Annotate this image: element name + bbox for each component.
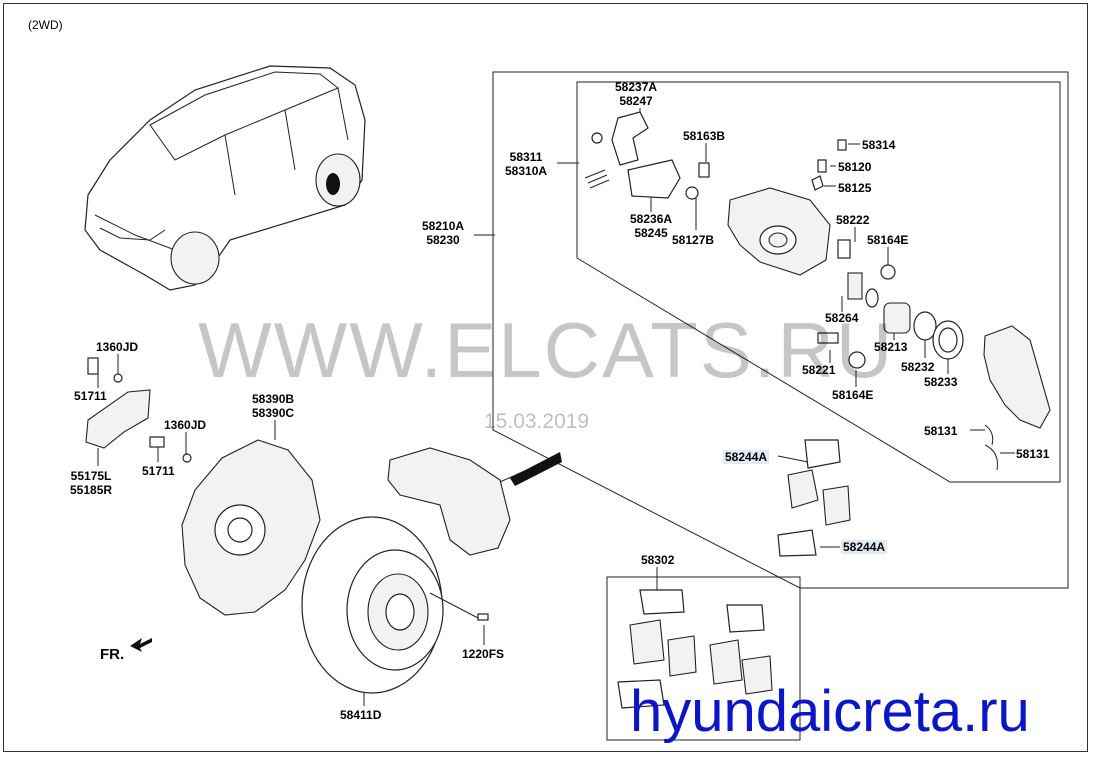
callout-58264[interactable]: 58264 — [825, 311, 859, 325]
callout-58127B[interactable]: 58127B — [672, 233, 715, 247]
callout-58411D[interactable]: 58411D — [340, 708, 382, 722]
mount-bracket-parts — [85, 357, 192, 463]
callout-58213[interactable]: 58213 — [874, 340, 908, 354]
callout-58163B[interactable]: 58163B — [683, 129, 726, 143]
brake-disc — [301, 516, 489, 694]
callout-58164E-top[interactable]: 58164E — [867, 233, 909, 247]
callout-58131-a[interactable]: 58131 — [924, 424, 958, 438]
callout-58125[interactable]: 58125 — [838, 181, 872, 195]
callout-58244A-bottom[interactable]: 58244A — [841, 540, 888, 554]
caliper-parts — [584, 111, 1051, 471]
dust-shield — [181, 439, 321, 616]
callout-58314[interactable]: 58314 — [862, 138, 896, 152]
callout-58131-b[interactable]: 58131 — [1016, 447, 1050, 461]
diagram-frame — [3, 3, 1088, 752]
front-direction-label: FR. — [100, 646, 125, 663]
callout-58222[interactable]: 58222 — [836, 213, 870, 227]
callout-58302[interactable]: 58302 — [641, 553, 675, 567]
caliper-body-outline — [576, 81, 1061, 483]
caliper-assembly-outline — [492, 71, 1069, 589]
vehicle-illustration — [84, 65, 366, 291]
date-watermark: 15.03.2019 — [484, 410, 590, 433]
callout-58233[interactable]: 58233 — [924, 375, 958, 389]
callout-1220FS[interactable]: 1220FS — [462, 647, 505, 661]
callout-58221[interactable]: 58221 — [802, 363, 836, 377]
front-arrow-icon — [130, 638, 152, 652]
site-watermark: WWW.ELCATS.RU — [198, 306, 895, 394]
brand-watermark: hyundaicreta.ru — [630, 679, 1030, 744]
callout-1360JD-a[interactable]: 1360JD — [96, 340, 139, 354]
callout-51711-a[interactable]: 51711 — [74, 389, 107, 403]
drive-mode-label: (2WD) — [28, 18, 63, 32]
pads-and-clips — [777, 439, 851, 557]
callout-58164E-bottom[interactable]: 58164E — [832, 388, 874, 402]
pad-kit-parts — [617, 589, 773, 709]
callout-58244A-top[interactable]: 58244A — [723, 450, 770, 464]
callout-58232[interactable]: 58232 — [901, 360, 935, 374]
pad-kit-outline — [606, 576, 801, 741]
callout-51711-b[interactable]: 51711 — [142, 464, 175, 478]
callout-1360JD-b[interactable]: 1360JD — [164, 418, 207, 432]
callout-58120[interactable]: 58120 — [838, 160, 872, 174]
mounted-caliper — [387, 447, 562, 556]
